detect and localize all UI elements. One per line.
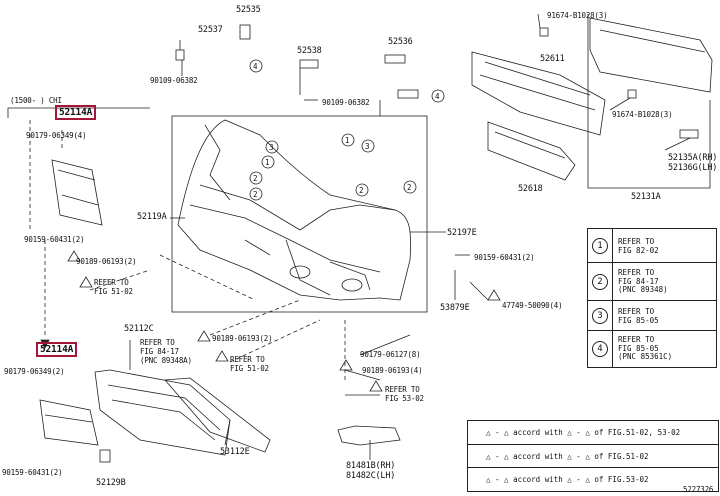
legend-text: REFER TO FIG 85-05 <box>618 307 659 325</box>
absorber <box>471 51 606 136</box>
label-90159-lower: 90159-60431(2) <box>2 468 63 477</box>
label-52197e: 52197E <box>447 228 477 238</box>
legend-number: 1 <box>592 238 608 254</box>
callout-3-icon: 3 <box>269 143 274 152</box>
legend-row[interactable]: 2 REFER TO FIG 84-17 (PNC 89348) <box>588 262 716 301</box>
lower-absorber <box>487 121 576 181</box>
bracket-upper <box>51 159 103 226</box>
label-52129b: 52129B <box>96 478 126 488</box>
reinforcement-frame <box>587 14 711 189</box>
callout-4-icon: 4 <box>435 92 440 101</box>
refer-fig-51-02-b[interactable]: REFER TO FIG 51-02 <box>230 355 269 373</box>
legend-text: REFER TO FIG 85-05 (PNC 85361C) <box>618 335 673 361</box>
callout-2-icon: 2 <box>253 190 258 199</box>
label-52135a: 52135A(RH) <box>668 153 718 163</box>
label-52611: 52611 <box>540 54 565 64</box>
legend-number: 2 <box>592 274 608 290</box>
legend-text: REFER TO FIG 82-02 <box>618 237 659 255</box>
label-52136g: 52136G(LH) <box>668 163 718 173</box>
label-52618: 52618 <box>518 184 543 194</box>
bracket-lower <box>39 399 99 446</box>
label-52119a: 52119A <box>137 212 167 222</box>
callout-2-icon: 2 <box>359 186 364 195</box>
legend-number: 4 <box>592 341 608 357</box>
label-52538: 52538 <box>297 46 322 56</box>
label-90179-lower: 90179-06349(2) <box>4 367 65 376</box>
fog-bezel <box>337 425 401 446</box>
label-52131a: 52131A <box>631 192 661 202</box>
label-90189-lower: 90189-06193(4) <box>362 366 423 375</box>
label-90159-right: 90159-60431(2) <box>474 253 535 262</box>
label-52114a-upper: 52114A <box>55 105 97 120</box>
legend-row[interactable]: 4 REFER TO FIG 85-05 (PNC 85361C) <box>588 330 716 368</box>
legend-row[interactable]: 1 REFER TO FIG 82-02 <box>588 229 716 262</box>
callout-1-icon: 1 <box>345 136 350 145</box>
callout-3-icon: 3 <box>365 142 370 151</box>
label-47749: 47749-50090(4) <box>502 301 563 310</box>
label-90189-mid: 90189-06193(2) <box>212 334 273 343</box>
label-90109-right: 90109-06382 <box>322 98 370 107</box>
label-53112e: 53112E <box>220 447 250 457</box>
callout-2-icon: 2 <box>253 174 258 183</box>
label-90179-right: 90179-06127(8) <box>360 350 421 359</box>
label-52535: 52535 <box>236 5 261 15</box>
lower-molding <box>164 377 271 453</box>
bumper-frame <box>171 115 428 313</box>
label-81482c: 81482C(LH) <box>346 471 396 481</box>
bumper-cover <box>177 119 412 301</box>
refer-fig-84-17-a[interactable]: REFER TO FIG 84-17 (PNC 89348A) <box>140 338 192 365</box>
reference-legend: 1 REFER TO FIG 82-02 2 REFER TO FIG 84-1… <box>587 228 717 368</box>
refer-fig-51-02-a[interactable]: REFER TO FIG 51-02 <box>94 278 133 296</box>
label-90179-upper: 90179-06349(4) <box>26 131 87 140</box>
label-52536: 52536 <box>388 37 413 47</box>
accord-notes: △ - △ accord with △ - △ of FIG.51-02, 53… <box>467 420 719 492</box>
production-range: (1500- ) CHI <box>10 96 62 105</box>
label-52114a-lower: 52114A <box>36 342 78 357</box>
legend-text: REFER TO FIG 84-17 (PNC 89348) <box>618 268 668 294</box>
label-52537: 52537 <box>198 25 223 35</box>
note-row: △ - △ accord with △ - △ of FIG.51-02 <box>468 444 718 467</box>
label-91674-top: 91674-B1028(3) <box>547 11 608 20</box>
label-91674-mid: 91674-B1028(3) <box>612 110 673 119</box>
reinforcement-bar <box>589 17 713 93</box>
note-row: △ - △ accord with △ - △ of FIG.53-02 <box>468 467 718 490</box>
label-90109-left: 90109-06382 <box>150 76 198 85</box>
note-row: △ - △ accord with △ - △ of FIG.51-02, 53… <box>486 428 681 437</box>
figure-footer: 5227326 <box>683 485 714 494</box>
legend-number: 3 <box>592 308 608 324</box>
callout-2-icon: 2 <box>407 183 412 192</box>
lower-grille <box>94 369 231 456</box>
label-90159-upper: 90159-60431(2) <box>24 235 85 244</box>
label-81481b: 81481B(RH) <box>346 461 396 471</box>
label-90189-upper: 90189-06193(2) <box>76 257 137 266</box>
label-53879e: 53879E <box>440 303 470 313</box>
legend-row[interactable]: 3 REFER TO FIG 85-05 <box>588 300 716 331</box>
refer-fig-53-02[interactable]: REFER TO FIG 53-02 <box>385 385 424 403</box>
callout-4-icon: 4 <box>253 62 258 71</box>
label-52112c: 52112C <box>124 324 154 334</box>
callout-1-icon: 1 <box>265 158 270 167</box>
